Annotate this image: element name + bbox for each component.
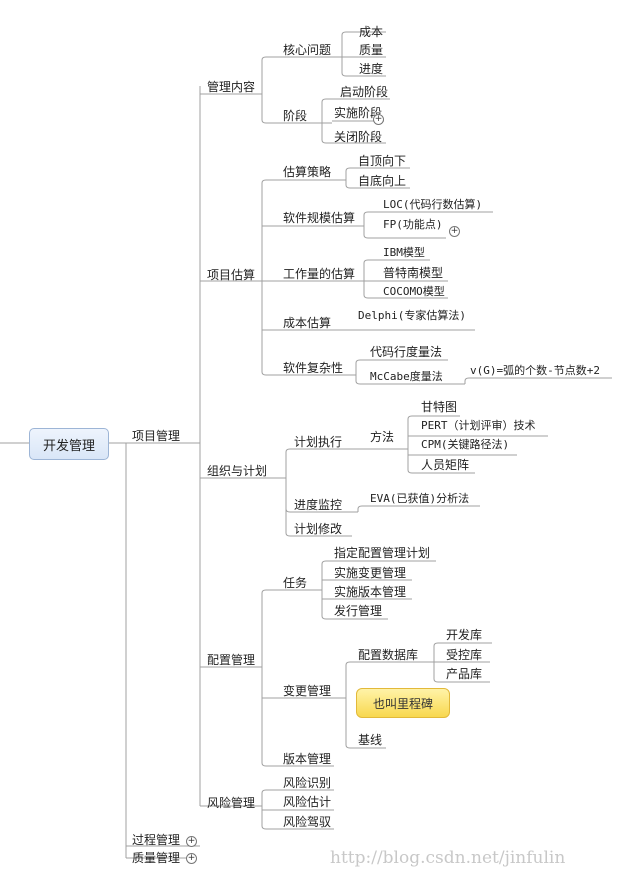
node-config-database[interactable]: 配置数据库 [358, 648, 419, 662]
node-eva[interactable]: EVA(已获值)分析法 [370, 492, 470, 505]
node-cpm[interactable]: CPM(关键路径法) [421, 438, 510, 451]
node-estimation-strategy[interactable]: 估算策略 [283, 165, 332, 179]
node-ibm-model[interactable]: IBM模型 [383, 246, 425, 259]
node-management-content[interactable]: 管理内容 [207, 80, 256, 94]
node-plan-revision[interactable]: 计划修改 [294, 522, 343, 536]
node-putnam-model[interactable]: 普特南模型 [383, 266, 444, 280]
node-project-estimation[interactable]: 项目估算 [207, 268, 256, 282]
node-task-plan[interactable]: 指定配置管理计划 [334, 546, 431, 560]
node-mccabe-formula[interactable]: v(G)=弧的个数-节点数+2 [470, 364, 600, 377]
node-plan-execution[interactable]: 计划执行 [294, 435, 343, 449]
node-phase[interactable]: 阶段 [283, 109, 308, 123]
node-cost[interactable]: 成本 [359, 25, 384, 39]
node-configuration-management[interactable]: 配置管理 [207, 653, 256, 667]
node-impl-phase[interactable]: 实施阶段 [334, 106, 383, 120]
note-milestone-callout: 也叫里程碑 [356, 688, 450, 718]
node-process-management[interactable]: 过程管理 [132, 833, 181, 847]
expand-impl-icon[interactable]: + [373, 114, 384, 125]
node-task-change[interactable]: 实施变更管理 [334, 566, 407, 580]
watermark-text: http://blog.csdn.net/jinfulin [330, 848, 566, 868]
node-quality[interactable]: 质量 [359, 43, 384, 57]
node-risk-management[interactable]: 风险管理 [207, 796, 256, 810]
node-risk-identification[interactable]: 风险识别 [283, 776, 332, 790]
expand-process-icon[interactable]: + [186, 836, 197, 847]
node-version-management[interactable]: 版本管理 [283, 752, 332, 766]
node-pert[interactable]: PERT（计划评审）技术 [421, 419, 536, 432]
node-effort-estimation[interactable]: 工作量的估算 [283, 267, 356, 281]
node-controlled-library[interactable]: 受控库 [446, 648, 483, 662]
node-top-down[interactable]: 自顶向下 [358, 154, 407, 168]
expand-fp-icon[interactable]: + [449, 226, 460, 237]
node-staff-matrix[interactable]: 人员矩阵 [421, 458, 470, 472]
node-delphi[interactable]: Delphi(专家估算法) [358, 309, 466, 322]
node-baseline[interactable]: 基线 [358, 733, 383, 747]
node-org-plan[interactable]: 组织与计划 [207, 464, 268, 478]
node-progress[interactable]: 进度 [359, 62, 384, 76]
node-line-metric[interactable]: 代码行度量法 [370, 345, 443, 359]
node-task-version[interactable]: 实施版本管理 [334, 585, 407, 599]
node-core-issues[interactable]: 核心问题 [283, 43, 332, 57]
node-change-management[interactable]: 变更管理 [283, 684, 332, 698]
node-software-complexity[interactable]: 软件复杂性 [283, 361, 344, 375]
expand-quality-icon[interactable]: + [186, 853, 197, 864]
node-size-estimation[interactable]: 软件规模估算 [283, 211, 356, 225]
node-quality-management[interactable]: 质量管理 [132, 851, 181, 865]
node-mccabe[interactable]: McCabe度量法 [370, 370, 443, 383]
node-loc[interactable]: LOC(代码行数估算) [383, 198, 483, 211]
node-gantt[interactable]: 甘特图 [421, 400, 458, 414]
node-bottom-up[interactable]: 自底向上 [358, 174, 407, 188]
node-product-library[interactable]: 产品库 [446, 667, 483, 681]
root-node[interactable]: 开发管理 [29, 428, 109, 460]
node-risk-control[interactable]: 风险驾驭 [283, 815, 332, 829]
node-tasks[interactable]: 任务 [283, 576, 308, 590]
node-fp[interactable]: FP(功能点) [383, 218, 443, 231]
node-start-phase[interactable]: 启动阶段 [340, 85, 389, 99]
node-dev-library[interactable]: 开发库 [446, 628, 483, 642]
node-method[interactable]: 方法 [370, 430, 395, 444]
node-progress-monitoring[interactable]: 进度监控 [294, 498, 343, 512]
node-task-release[interactable]: 发行管理 [334, 604, 383, 618]
node-cost-estimation[interactable]: 成本估算 [283, 316, 332, 330]
node-close-phase[interactable]: 关闭阶段 [334, 130, 383, 144]
node-cocomo-model[interactable]: COCOMO模型 [383, 285, 445, 298]
node-risk-estimation[interactable]: 风险估计 [283, 795, 332, 809]
node-project-management[interactable]: 项目管理 [132, 429, 181, 443]
